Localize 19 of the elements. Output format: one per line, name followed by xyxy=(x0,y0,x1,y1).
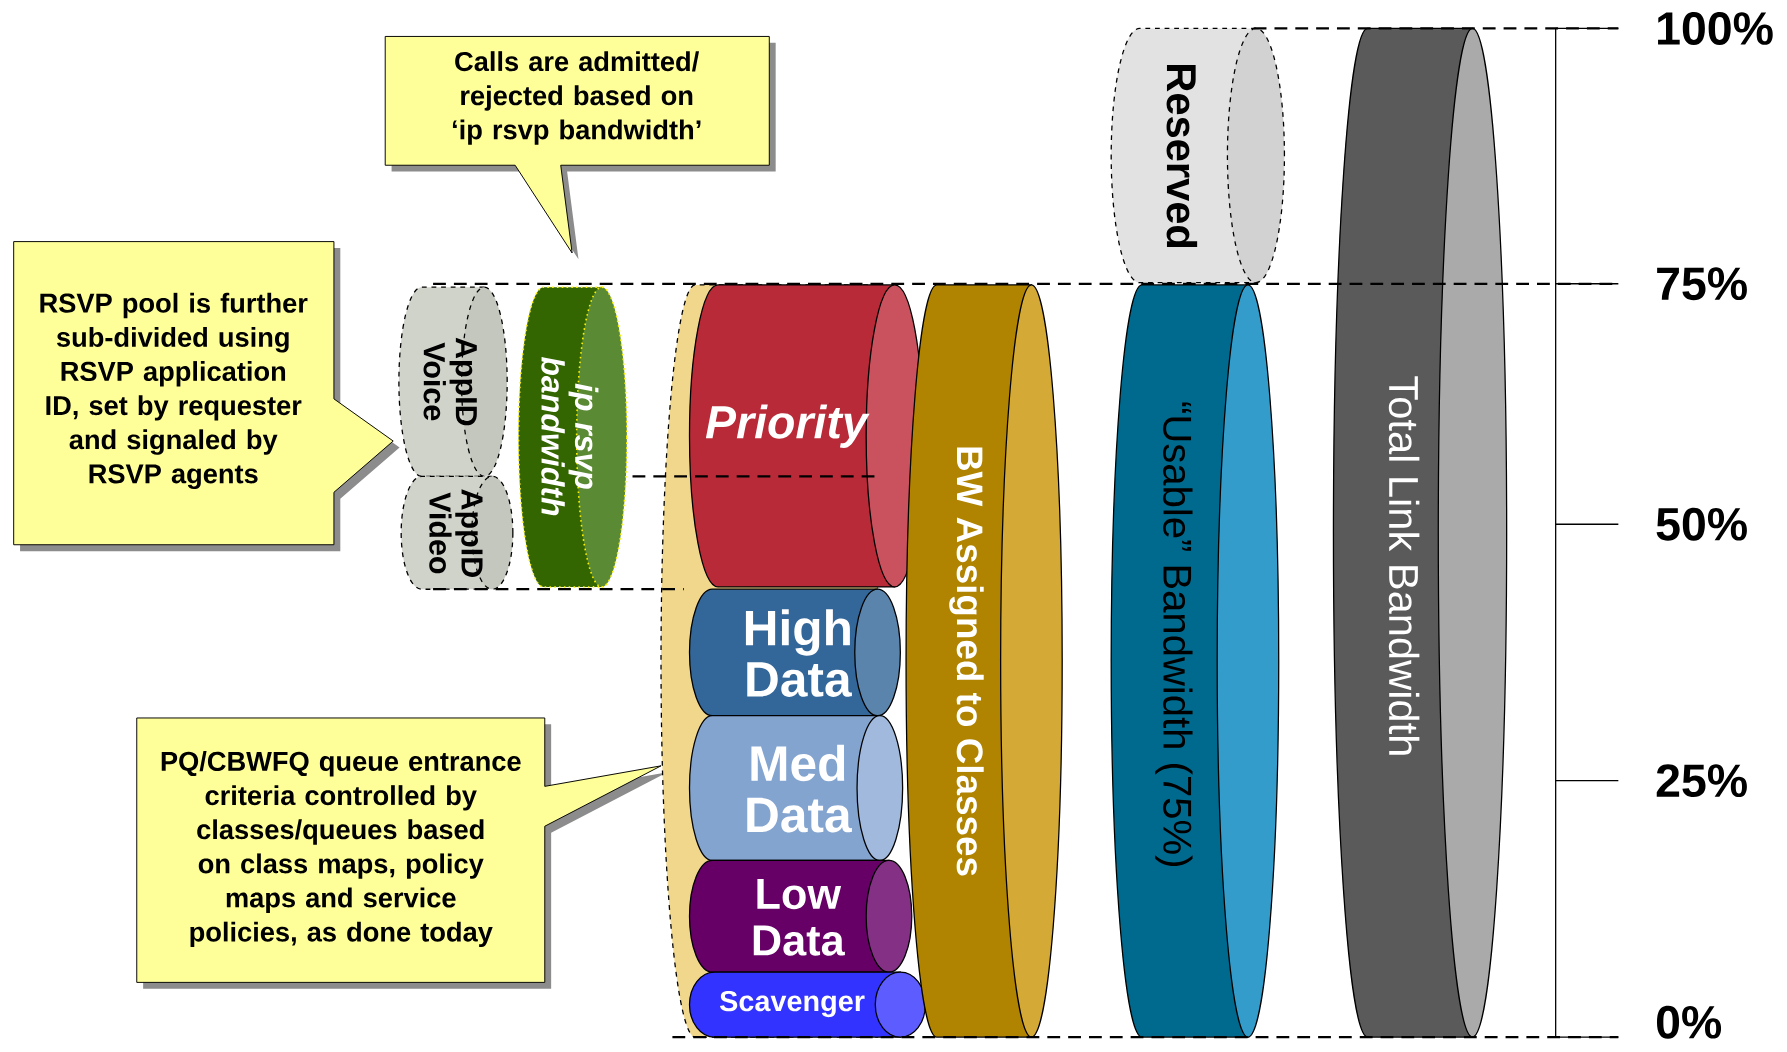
cylinder: Reserved xyxy=(1110,27,1286,284)
cylinder: BW Assigned to Classes xyxy=(905,284,1063,1038)
cylinder: Total Link Bandwidth xyxy=(1332,27,1508,1038)
percent-label: 50% xyxy=(1656,507,1747,541)
percent-label: 25% xyxy=(1656,764,1747,798)
percent-label: 100% xyxy=(1658,12,1773,45)
cylinder: Med Data xyxy=(688,715,904,862)
cylinder: AppID Voice xyxy=(398,286,508,478)
callout-box: PQ/CBWFQ queue entrance criteria controlled by classes/queues based on class maps, policy maps and service policies, as done today xyxy=(136,717,668,989)
cylinder: Scavenger xyxy=(688,971,927,1038)
cylinder: “Usable” Bandwidth (75%) xyxy=(1110,284,1280,1038)
callout-box: RSVP pool is further sub-divided using RSVP application ID, set by requester and signaled by RSVP agents xyxy=(13,241,400,552)
percent-label: 0% xyxy=(1657,1005,1722,1039)
cylinder: AppID Video xyxy=(400,475,514,590)
cylinder: High Data xyxy=(688,588,901,717)
percent-label: 75% xyxy=(1657,267,1747,301)
cylinder: ip rsvp bandwidth xyxy=(517,286,628,588)
callout-box: Calls are admitted/ rejected based on ‘ip rsvp bandwidth’ xyxy=(384,36,776,260)
cylinder: Low Data xyxy=(688,859,913,973)
